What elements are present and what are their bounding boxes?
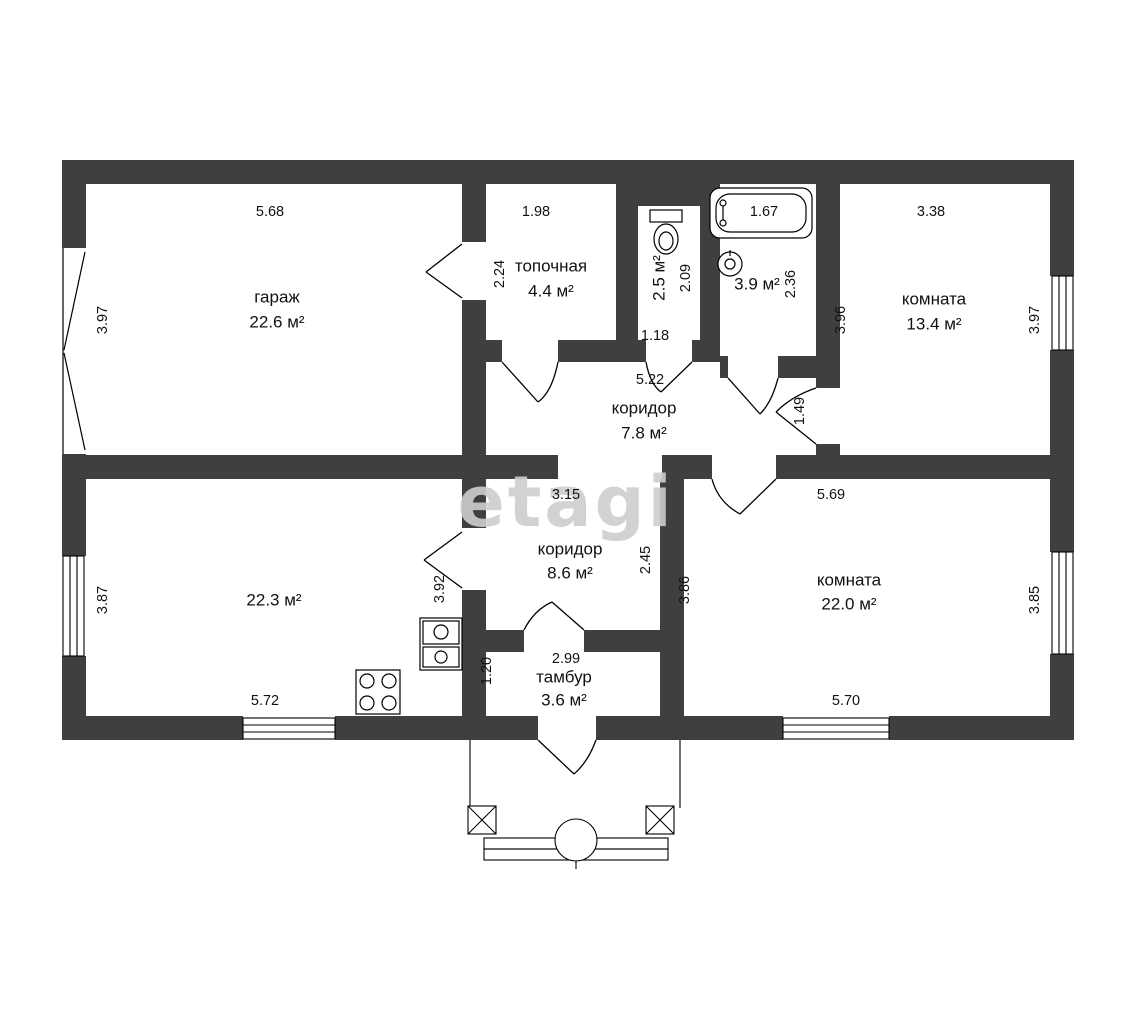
living-area-label: 22.3 м² (246, 590, 302, 610)
corridor-top-area-label: 7.8 м² (621, 423, 667, 443)
dim-boiler-width: 1.98 (521, 203, 551, 220)
porch (467, 740, 681, 869)
garage-gate (60, 248, 88, 454)
dim-bath-height: 2.36 (782, 269, 799, 299)
garage-area-label: 22.6 м² (249, 312, 305, 332)
dim-room-bottom-width: 5.69 (816, 486, 846, 503)
dim-corridor-top-right: 1.49 (791, 396, 808, 426)
corridor-top-name-label: коридор (611, 398, 677, 418)
dim-tambour-width: 2.99 (551, 650, 581, 667)
dim-room-top-height-inner: 3.96 (832, 305, 849, 335)
bath-area-label: 3.9 м² (734, 274, 780, 294)
washbasin-icon (717, 250, 743, 277)
dim-wc-width: 1.18 (640, 327, 670, 344)
dim-living-width: 5.72 (250, 692, 280, 709)
room-bottom-area-label: 22.0 м² (821, 594, 877, 614)
garage-name-label: гараж (254, 287, 300, 307)
tambour-name-label: тамбур (536, 667, 592, 687)
dim-bath-tub: 1.67 (749, 203, 779, 220)
stove-icon (355, 669, 401, 715)
walls (62, 160, 1074, 740)
room-bottom-name-label: комната (816, 570, 882, 590)
corridor-bottom-name-label: коридор (537, 539, 603, 559)
dim-room-bottom-bottom-width: 5.70 (831, 692, 861, 709)
kitchen-sink-icon (419, 617, 463, 671)
dim-boiler-height: 2.24 (491, 259, 508, 289)
wc-area-label: 2.5 м² (649, 255, 669, 301)
dim-corridor-bottom-width: 3.15 (551, 486, 581, 503)
boiler-name-label: топочная (514, 256, 588, 276)
dim-living-right-height: 3.92 (431, 574, 448, 604)
tambour-area-label: 3.6 м² (541, 690, 587, 710)
corridor-bottom-area-label: 8.6 м² (547, 563, 593, 583)
dim-living-height: 3.87 (94, 585, 111, 615)
watermark: etagi (457, 461, 675, 543)
room-top-name-label: комната (901, 289, 967, 309)
dim-room-top-width: 3.38 (916, 203, 946, 220)
room-top-area-label: 13.4 м² (906, 314, 962, 334)
dim-room-bottom-height: 3.85 (1026, 585, 1043, 615)
dim-tambour-height: 1.20 (478, 656, 495, 686)
boiler-area-label: 4.4 м² (528, 281, 574, 301)
dim-wc-height: 2.09 (677, 263, 694, 293)
dim-room-top-height: 3.97 (1026, 305, 1043, 335)
doors (423, 243, 817, 775)
dim-corridor-top-width: 5.22 (635, 371, 665, 388)
toilet-icon (649, 209, 683, 255)
dim-corridor-bottom-height: 2.45 (637, 545, 654, 575)
windows (60, 275, 1076, 742)
dim-garage-height: 3.97 (94, 305, 111, 335)
dim-room-bottom-left-height: 3.86 (676, 575, 693, 605)
bathtub-icon (709, 187, 813, 239)
dim-garage-width: 5.68 (255, 203, 285, 220)
